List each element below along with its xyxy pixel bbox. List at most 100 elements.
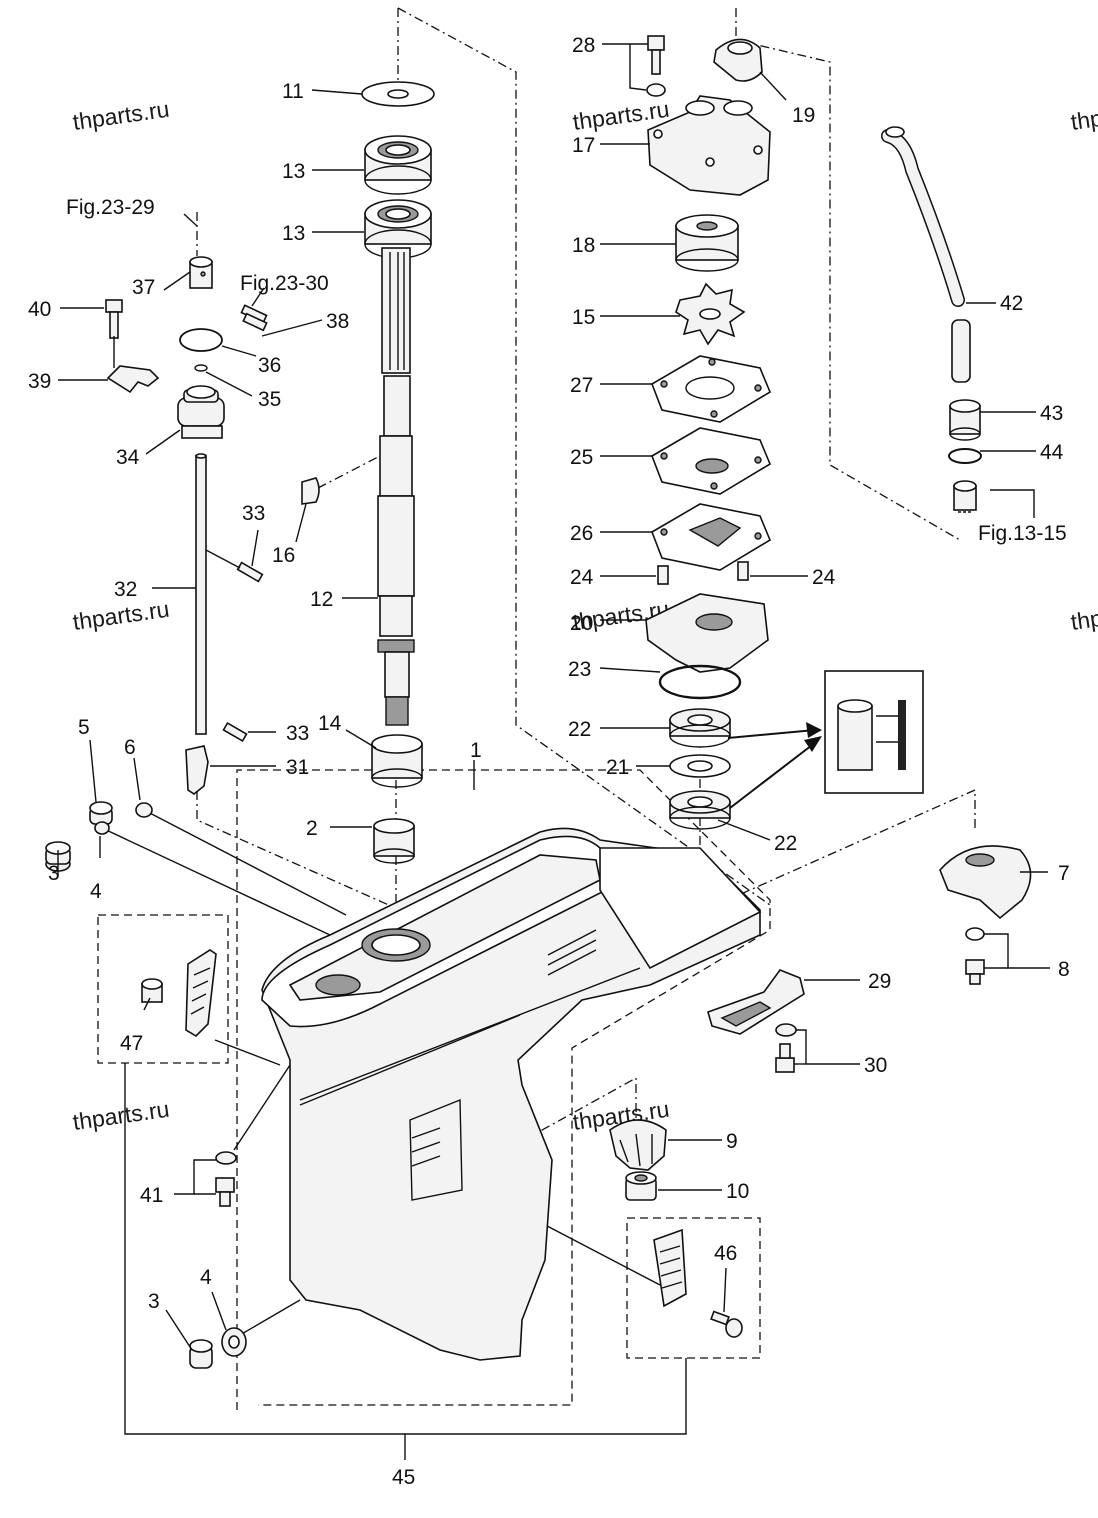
callout-36: 36 [258, 354, 281, 377]
callout-6: 6 [124, 736, 136, 759]
callout-20: 20 [570, 612, 593, 635]
fig-13-15-part [953, 480, 977, 513]
callout-28: 28 [572, 34, 595, 57]
callout-2: 2 [306, 817, 318, 840]
cover-29 [707, 969, 805, 1035]
callout-17: 17 [572, 134, 595, 157]
callout-15: 15 [572, 306, 595, 329]
axis-line [397, 7, 771, 906]
callout-18: 18 [572, 234, 595, 257]
leader [727, 729, 816, 739]
callout-3: 3 [48, 862, 60, 885]
bolt-8 [965, 927, 985, 985]
callout-42: 42 [1000, 292, 1023, 315]
watermark: thparts.ru [1069, 96, 1098, 135]
grommet-47 [141, 978, 163, 1003]
callout-1: 1 [470, 739, 482, 762]
washer-11-hole [387, 89, 409, 99]
parts [45, 35, 1032, 1369]
axis-line [196, 772, 401, 911]
anode-7 [939, 845, 1032, 920]
axis-line [659, 788, 976, 931]
grommet-43 [949, 399, 981, 441]
callout-40: 40 [28, 298, 51, 321]
washer-21 [669, 754, 731, 778]
callout-30: 30 [864, 1054, 887, 1077]
callout-7: 7 [1058, 862, 1070, 885]
water-inlet-cover-46 [653, 1228, 687, 1308]
ring-44 [948, 448, 982, 464]
callout-14: 14 [318, 712, 342, 735]
water-tube-42-lower [951, 319, 971, 383]
watermark: thparts.ru [71, 1096, 171, 1135]
nut-10 [625, 1171, 657, 1201]
callout-5: 5 [78, 716, 90, 739]
drive-shaft-12 [377, 247, 415, 726]
pin-33 [236, 561, 264, 583]
arrow-head [806, 722, 822, 738]
callout-45: 45 [392, 1466, 415, 1489]
watermark-layer: thparts.ru thparts.ru thparts.ru thparts… [71, 96, 1098, 1135]
callout-33: 33 [286, 722, 309, 745]
callout-29: 29 [868, 970, 891, 993]
callout-24: 24 [812, 566, 836, 589]
figure-ref-23-30: Fig.23-30 [240, 272, 329, 295]
callout-41: 41 [140, 1184, 163, 1207]
callout-47: 47 [120, 1032, 143, 1055]
arrow-head [804, 736, 822, 752]
leader-lines [57, 43, 1050, 1351]
callout-11: 11 [282, 80, 304, 103]
oil-seal-22-lower [669, 790, 731, 830]
callout-39: 39 [28, 370, 51, 393]
bolt-30 [775, 1023, 797, 1073]
bearing-13-upper [364, 135, 432, 195]
o-ring-36 [179, 328, 223, 352]
impeller-15 [675, 282, 746, 346]
callout-35: 35 [258, 388, 281, 411]
callout-22: 22 [568, 718, 591, 741]
housing-group-box [236, 769, 771, 1410]
sleeve-14 [371, 734, 423, 788]
o-ring-35 [194, 364, 208, 372]
key-16 [301, 477, 320, 505]
plate-39 [106, 365, 160, 394]
callout-13: 13 [282, 222, 305, 245]
callout-25: 25 [570, 446, 593, 469]
cover-group-box-47 [97, 914, 229, 1064]
leader [214, 1039, 281, 1066]
callout-44: 44 [1040, 441, 1064, 464]
callout-23: 23 [568, 658, 591, 681]
callout-4: 4 [200, 1266, 212, 1289]
seal-detail-inset [824, 670, 924, 794]
leader [729, 741, 817, 809]
rod-boot-34 [177, 385, 225, 439]
cover-group-box-46 [626, 1217, 761, 1359]
dowel-pin-24 [657, 565, 669, 585]
callout-37: 37 [132, 276, 155, 299]
axis-line [735, 8, 961, 541]
callout-10: 10 [726, 1180, 749, 1203]
pin-fig-23-30 [242, 312, 268, 332]
shift-rod-32 [195, 455, 207, 735]
pump-housing-17 [647, 95, 771, 196]
figure-ref-23-29: Fig.23-29 [66, 196, 155, 219]
callout-8: 8 [1058, 958, 1070, 981]
callout-22: 22 [774, 832, 797, 855]
callout-43: 43 [1040, 402, 1063, 425]
callout-13: 13 [282, 160, 305, 183]
leader [143, 809, 347, 916]
gasket-6 [135, 802, 153, 818]
bracket-fig13 [990, 489, 1035, 518]
plug-3-lower [189, 1339, 213, 1369]
callout-24: 24 [570, 566, 594, 589]
callout-32: 32 [114, 578, 137, 601]
shift-cam-31 [185, 745, 209, 795]
water-inlet-cover-47 [185, 949, 217, 1038]
callout-33: 33 [242, 502, 265, 525]
connector-37 [189, 256, 213, 289]
leader [233, 1064, 291, 1151]
gasket-27 [651, 355, 772, 423]
callout-9: 9 [726, 1130, 738, 1153]
screw-46 [710, 1310, 743, 1338]
leader [239, 1299, 301, 1336]
